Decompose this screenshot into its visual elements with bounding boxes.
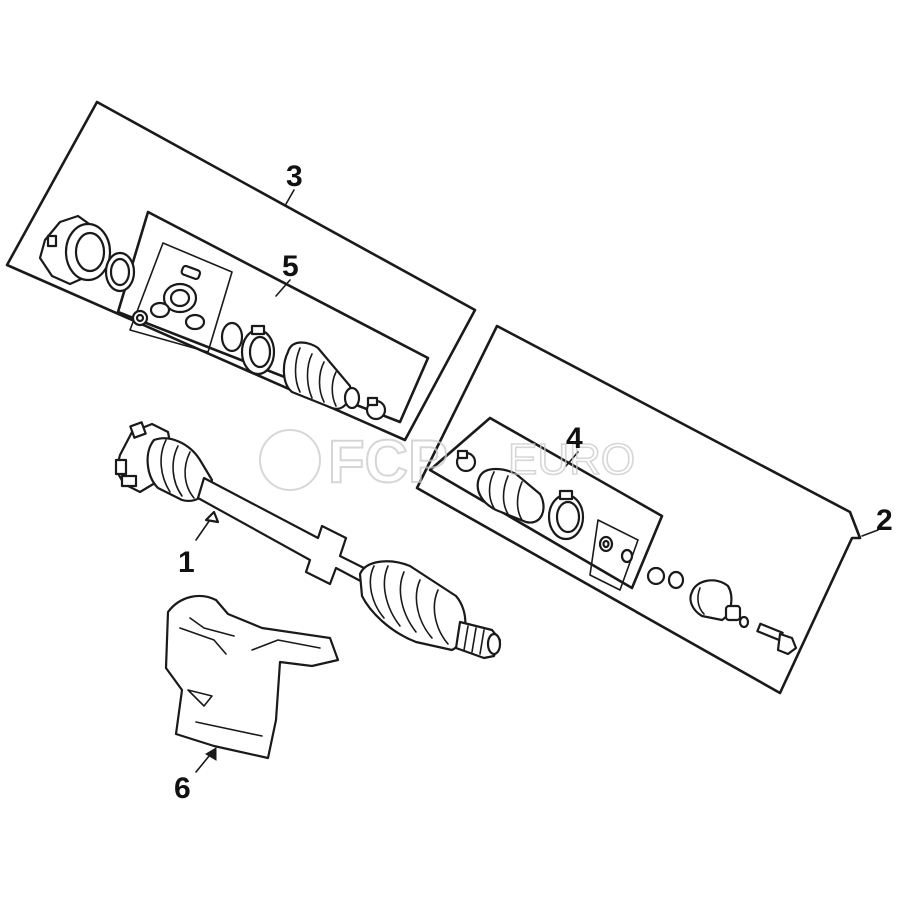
tripod-subframe xyxy=(129,242,233,353)
kit-3-frame xyxy=(5,100,477,442)
kit-3-leader-line xyxy=(285,189,295,205)
axle-leader-arrow xyxy=(204,510,220,524)
watermark-brand: FCP xyxy=(328,428,448,495)
inner-boot xyxy=(282,341,361,410)
callout-3: 3 xyxy=(286,160,303,193)
kit-3-group xyxy=(5,100,477,442)
inner-circlip xyxy=(220,321,244,353)
inner-small-clamp xyxy=(365,396,387,421)
outer-cv-joint xyxy=(689,579,750,629)
outer-washer xyxy=(667,570,685,590)
inner-flange-housing xyxy=(38,214,112,286)
callout-6: 6 xyxy=(174,772,191,805)
outer-boot xyxy=(476,467,545,524)
callout-1: 1 xyxy=(178,546,195,579)
outer-snap-ring xyxy=(646,566,666,586)
kit-4-leader-line xyxy=(565,451,579,467)
shield-leader-arrow xyxy=(205,747,217,761)
axle-outer-stub xyxy=(454,620,502,660)
outer-boot-clamp xyxy=(547,489,585,541)
kit-2-frame xyxy=(415,324,862,695)
joint-subframe xyxy=(589,519,639,591)
watermark-ring-icon xyxy=(259,429,321,491)
axle-outer-boot xyxy=(358,560,467,652)
callout-2: 2 xyxy=(876,504,893,537)
callout-5: 5 xyxy=(282,250,299,283)
heat-shield xyxy=(164,594,340,773)
kit-4-frame xyxy=(428,416,664,590)
kit-2-group xyxy=(415,324,879,695)
kit-2-leader-line xyxy=(861,529,879,537)
watermark-logo: FCP EURO xyxy=(259,427,636,496)
axle-assembly xyxy=(114,421,502,660)
callout-4: 4 xyxy=(566,422,583,455)
outer-spacer xyxy=(620,548,634,564)
tripod-joint xyxy=(131,264,206,331)
inner-boot-clamp xyxy=(240,324,276,376)
axle-bolt xyxy=(756,622,798,656)
outer-small-clamp xyxy=(455,449,477,473)
watermark-suffix: EURO xyxy=(508,435,635,484)
kit-5-leader-line xyxy=(275,279,291,297)
